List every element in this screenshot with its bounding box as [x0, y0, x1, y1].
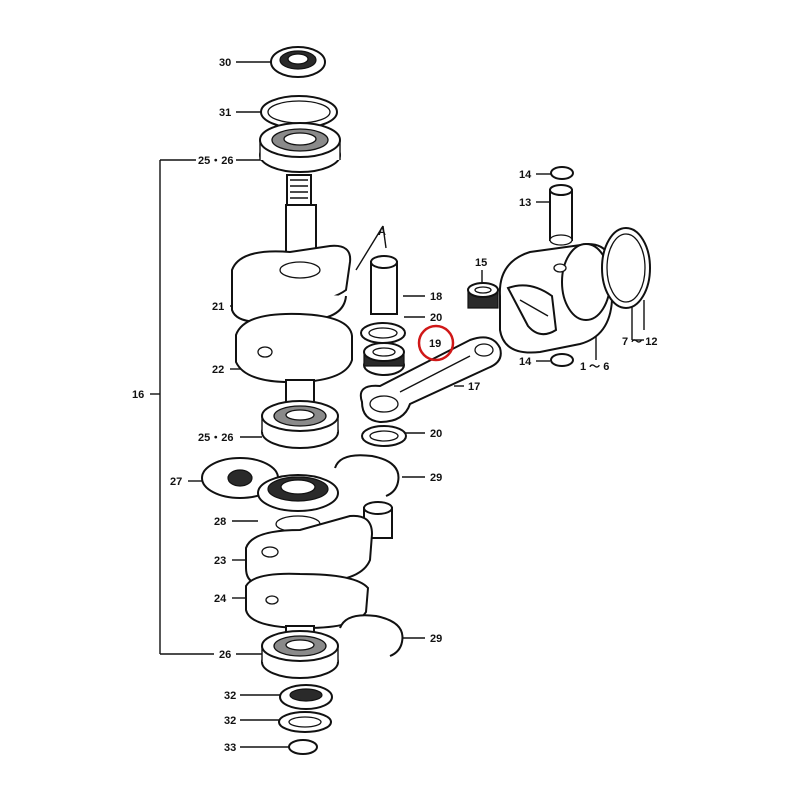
highlight-circle-19: [417, 324, 455, 362]
callout-30: 30: [219, 57, 231, 69]
callout-29-top: 29: [430, 472, 442, 484]
bearing-25-26-top: [259, 122, 341, 173]
crank-pin-18: [370, 255, 398, 315]
callout-27: 27: [170, 476, 182, 488]
callout-1-6: 1 ～ 6: [580, 361, 609, 373]
callout-20-top: 20: [430, 312, 442, 324]
crank-web-22: [235, 312, 353, 411]
o-ring-31: [260, 95, 338, 129]
circlip-14-bot: [550, 353, 574, 367]
callout-25-26-top: 25・26: [198, 155, 233, 167]
bearing-26-bottom: [261, 630, 339, 679]
circlip-29-bot: [339, 614, 404, 657]
oil-seal-32-b: [278, 711, 332, 733]
callout-detail-a: A: [378, 226, 386, 238]
washer-20-top: [360, 322, 406, 344]
oil-seal-30: [270, 46, 326, 78]
crank-web-21: [231, 244, 352, 324]
callout-23: 23: [214, 555, 226, 567]
callout-25-26-mid: 25・26: [198, 432, 233, 444]
bearing-25-26-mid: [261, 400, 339, 449]
piston-pin-13: [549, 184, 573, 246]
connecting-rod-17: [359, 336, 502, 424]
callout-28: 28: [214, 516, 226, 528]
callout-29-bot: 29: [430, 633, 442, 645]
callout-7-12: 7 ～ 12: [622, 336, 657, 348]
callout-32-a: 32: [224, 690, 236, 702]
callout-26: 26: [219, 649, 231, 661]
callout-14-top: 14: [519, 169, 532, 181]
callout-31: 31: [219, 107, 231, 119]
needle-bearing-19: [363, 342, 405, 376]
callout-21: 21: [212, 301, 224, 313]
oil-seal-32-a: [279, 684, 333, 710]
leader-lines: [150, 61, 645, 748]
callout-13: 13: [519, 197, 531, 209]
piston-rings-7-12: [601, 227, 651, 309]
circlip-14-top: [550, 166, 574, 180]
callout-16: 16: [132, 389, 144, 401]
washer-20-bot: [361, 425, 407, 447]
needle-bearing-15: [467, 282, 499, 309]
circlip-29-top: [334, 454, 400, 497]
oil-seal-lower: [257, 474, 339, 512]
callout-24: 24: [214, 593, 227, 605]
callout-15: 15: [475, 257, 487, 269]
callout-19: 19: [429, 338, 441, 350]
callout-14-bot: 14: [519, 356, 532, 368]
crank-web-23: [245, 514, 374, 586]
callout-18: 18: [430, 291, 442, 303]
callout-22: 22: [212, 364, 224, 376]
callout-33: 33: [224, 742, 236, 754]
o-ring-33: [288, 739, 318, 755]
piston-1-6: [498, 242, 613, 354]
callout-20-bot: 20: [430, 428, 442, 440]
callout-labels: 30 31 25・26 14 13 15 18 20 19 17 14 1 ～ …: [132, 57, 657, 754]
callout-17: 17: [468, 381, 480, 393]
callout-32-b: 32: [224, 715, 236, 727]
